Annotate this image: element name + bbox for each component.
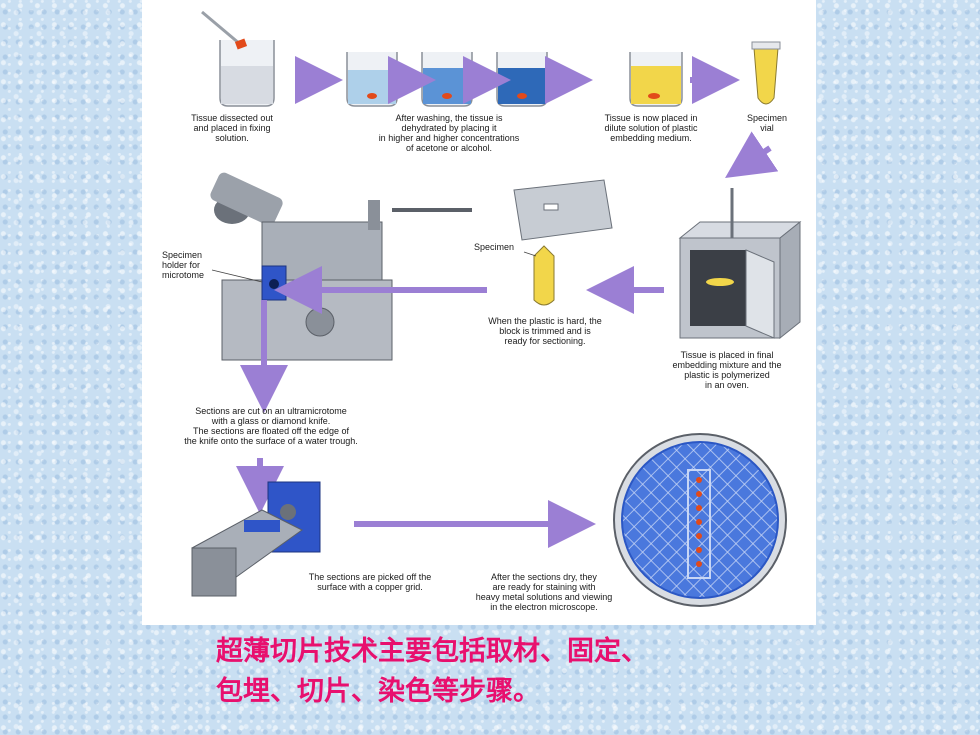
figure-panel: Tissue dissected out and placed in fixin… bbox=[142, 0, 816, 625]
embedding-beaker-icon bbox=[629, 52, 683, 107]
caption-line-1: 超薄切片技术主要包括取材、固定、 bbox=[216, 636, 648, 667]
slide-caption: 超薄切片技术主要包括取材、固定、 包埋、切片、染色等步骤。 bbox=[216, 632, 836, 712]
dehydration-beakers-icon bbox=[346, 52, 548, 107]
specimen-leader-line bbox=[523, 251, 537, 257]
arrow-6 bbox=[725, 131, 779, 178]
ultramicrotome-icon bbox=[210, 172, 472, 361]
step-fixing-label: Tissue dissected out and placed in fixin… bbox=[191, 113, 273, 143]
step-trimming-label: When the plastic is hard, the block is t… bbox=[488, 316, 602, 346]
specimen-label: Specimen bbox=[474, 242, 515, 252]
copper-grid-icon bbox=[613, 433, 787, 607]
caption-line-2: 包埋、切片、染色等步骤。 bbox=[216, 676, 540, 707]
step-oven-label: Tissue is placed in final embedding mixt… bbox=[672, 350, 782, 390]
water-trough-icon bbox=[191, 481, 321, 597]
specimen-vial-icon bbox=[751, 41, 781, 105]
oven-icon bbox=[678, 188, 802, 340]
step-pickup-label: The sections are picked off the surface … bbox=[308, 572, 432, 592]
step-dehydration-label: After washing, the tissue is dehydrated … bbox=[378, 113, 520, 153]
step-cutting-label: Sections are cut on an ultramicrotome wi… bbox=[184, 406, 358, 446]
specimen-holder-label: Specimen holder for microtome bbox=[162, 250, 205, 280]
step-embedding-label: Tissue is now placed in dilute solution … bbox=[604, 113, 698, 143]
process-diagram bbox=[191, 10, 802, 607]
specimen-block-icon bbox=[533, 245, 555, 306]
fixing-beaker-icon bbox=[201, 10, 275, 107]
step-staining-label: After the sections dry, they are ready f… bbox=[475, 572, 613, 612]
razor-blade-icon bbox=[513, 179, 613, 241]
specimen-vial-label: Specimen vial bbox=[746, 113, 788, 133]
holder-leader-line bbox=[211, 269, 263, 283]
